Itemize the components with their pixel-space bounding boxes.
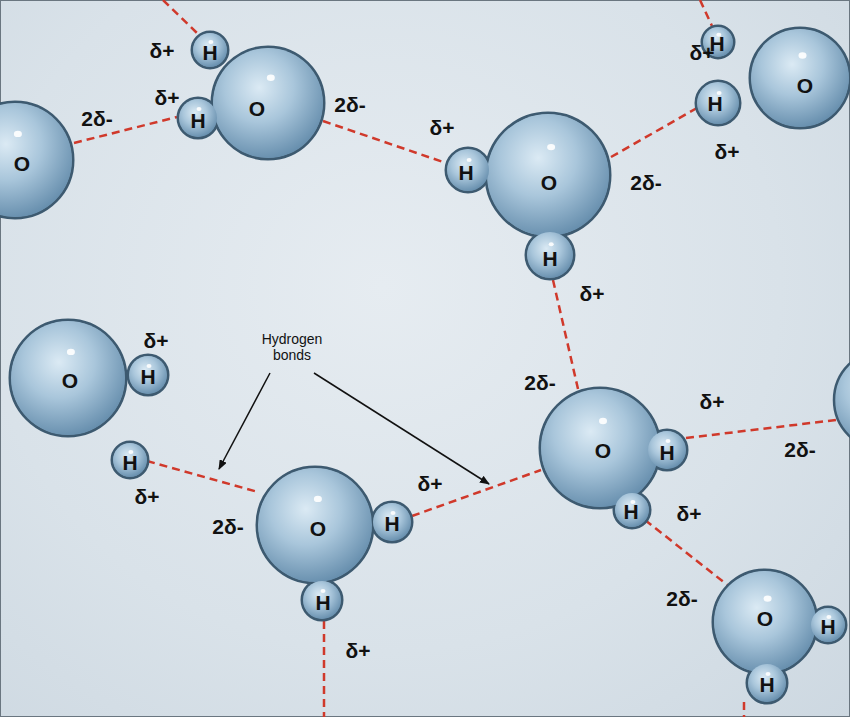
charge-label: δ+ — [418, 473, 443, 494]
charge-label: δ+ — [150, 40, 175, 61]
water-molecule: O — [0, 100, 77, 222]
charge-label: 2δ- — [81, 108, 112, 129]
water-molecule: O H H — [444, 111, 612, 283]
callout-arrow — [219, 373, 270, 469]
atom-symbol: O — [757, 608, 773, 629]
atom-symbol: O — [62, 370, 78, 391]
atom-symbol: H — [458, 162, 473, 183]
hydrogen-bond — [412, 470, 541, 516]
atom-symbol: H — [140, 366, 155, 387]
charge-label: 2δ- — [334, 94, 365, 115]
water-molecule: O H H — [538, 386, 690, 532]
hydrogen-bond — [611, 108, 697, 157]
atom-symbol: H — [759, 674, 774, 695]
hydrogen-bond — [686, 420, 836, 438]
hydrogen-bond — [700, 0, 712, 26]
water-molecule: O H H — [176, 28, 326, 162]
hydrogen-bond — [645, 520, 735, 591]
molecule-shape — [711, 568, 850, 706]
charge-label: δ+ — [715, 141, 740, 162]
atom-symbol: H — [190, 110, 205, 131]
charge-label: δ+ — [700, 391, 725, 412]
atom-symbol: H — [384, 513, 399, 534]
atom-symbol: H — [315, 592, 330, 613]
atom-symbol: H — [820, 616, 835, 637]
water-molecule: O H H — [711, 568, 850, 706]
charge-label: 2δ- — [212, 516, 243, 537]
molecule-shape — [255, 465, 415, 623]
charge-label: δ+ — [690, 42, 715, 63]
water-molecule: OHH — [700, 24, 850, 132]
charge-label: 2δ- — [524, 372, 555, 393]
charge-label: 2δ- — [630, 172, 661, 193]
hydrogen-bond — [323, 121, 446, 163]
charge-label: δ+ — [677, 503, 702, 524]
callout-label: Hydrogen bonds — [255, 331, 329, 363]
charge-label: δ+ — [430, 117, 455, 138]
atom-symbol: H — [623, 501, 638, 522]
atom-symbol: H — [542, 248, 557, 269]
hydrogen-bond — [743, 702, 746, 717]
atom-symbol: O — [797, 75, 813, 96]
charge-label: δ+ — [135, 486, 160, 507]
molecule-shape — [176, 28, 326, 162]
hydrogen-bond — [163, 0, 198, 34]
charge-label: 2δ- — [784, 439, 815, 460]
water-molecule: O H H — [255, 465, 415, 623]
hydrogen-bond — [553, 280, 578, 389]
atom-symbol: O — [595, 440, 611, 461]
partial-molecule — [834, 350, 850, 450]
atom-symbol: H — [202, 42, 217, 63]
molecule-shape — [0, 100, 77, 222]
atom-symbol: H — [707, 93, 722, 114]
hydrogen-bond — [323, 621, 326, 717]
charge-label: δ+ — [144, 330, 169, 351]
atom-symbol: O — [249, 98, 265, 119]
molecule-shape — [444, 111, 612, 283]
charge-label: δ+ — [580, 283, 605, 304]
hydrogen-bond — [147, 461, 258, 492]
atom-symbol: H — [122, 452, 137, 473]
atom-symbol: O — [541, 172, 557, 193]
atom-symbol: O — [310, 518, 326, 539]
charge-label: δ+ — [346, 640, 371, 661]
atom-symbol: O — [14, 153, 30, 174]
callout-arrow — [314, 373, 489, 484]
charge-label: δ+ — [155, 87, 180, 108]
charge-label: 2δ- — [666, 588, 697, 609]
atom-symbol: H — [659, 442, 674, 463]
